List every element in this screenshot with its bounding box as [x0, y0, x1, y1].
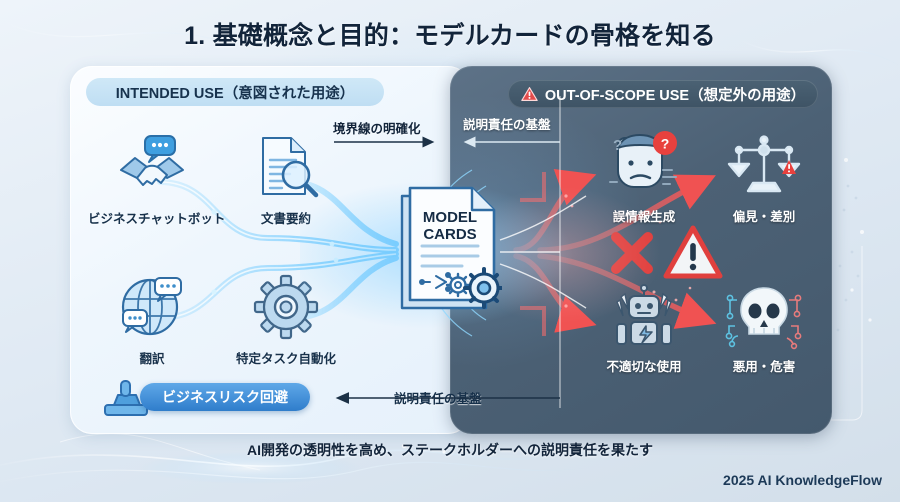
broken-robot-icon — [580, 276, 708, 354]
flow-label-accountability-bottom: 説明責任の基盤 — [394, 392, 482, 406]
confused-face-question-icon: ? ? — [580, 126, 708, 204]
business-risk-badge[interactable]: ビジネスリスク回避 — [140, 383, 310, 411]
skull-circuit-icon — [700, 276, 828, 354]
page-title: 1. 基礎概念と目的：モデルカードの骨格を知る — [184, 22, 716, 50]
intended-use-item-label: 特定タスク自動化 — [235, 352, 336, 366]
svg-text:?: ? — [613, 137, 622, 154]
model-card-document-icon[interactable]: MODEL CARDS — [398, 184, 505, 318]
summary-caption: AI開発の透明性を高め、ステークホルダーへの説明責任を果たす — [247, 442, 653, 458]
intended-use-header: INTENDED USE（意図された用途） — [86, 78, 384, 106]
out-of-scope-item-label: 偏見・差別 — [732, 210, 796, 224]
business-risk-badge-label: ビジネスリスク回避 — [162, 389, 288, 405]
brand-footer: 2025 AI KnowledgeFlow — [723, 472, 882, 488]
svg-text:?: ? — [661, 136, 670, 152]
out-of-scope-header-label: OUT-OF-SCOPE USE（想定外の用途） — [544, 87, 806, 104]
intended-use-item-chatbot[interactable]: ビジネスチャットボット — [88, 128, 226, 227]
intended-use-item-automation[interactable]: 特定タスク自動化 — [222, 268, 350, 367]
model-card-title-line1: MODEL — [422, 209, 478, 226]
flow-label-boundary: 境界線の明確化 — [333, 122, 421, 136]
intended-use-item-summarize[interactable]: 文書要約 — [222, 128, 350, 227]
document-magnifier-icon — [222, 128, 350, 206]
intended-use-header-label: INTENDED USE（意図された用途） — [115, 85, 355, 102]
flow-label-accountability-top: 説明責任の基盤 — [463, 118, 551, 132]
stamp-icon — [100, 375, 154, 424]
out-of-scope-item-misuse[interactable]: 不適切な使用 — [580, 276, 708, 375]
intended-use-item-label: 翻訳 — [139, 352, 165, 366]
out-of-scope-item-label: 悪用・危害 — [732, 360, 796, 374]
intended-use-item-translation[interactable]: 翻訳 — [88, 268, 216, 367]
handshake-chat-icon — [88, 128, 216, 206]
warning-triangle-icon — [521, 86, 538, 102]
out-of-scope-item-harm[interactable]: 悪用・危害 — [700, 276, 828, 375]
intended-use-item-label: ビジネスチャットボット — [88, 212, 226, 226]
scales-warning-icon — [700, 126, 828, 204]
out-of-scope-item-bias[interactable]: 偏見・差別 — [700, 126, 828, 225]
out-of-scope-item-label: 不適切な使用 — [606, 360, 682, 374]
out-of-scope-header: OUT-OF-SCOPE USE（想定外の用途） — [508, 80, 818, 108]
warning-triangle-icon — [662, 224, 724, 287]
out-of-scope-item-label: 誤情報生成 — [612, 210, 676, 224]
model-card-title-line2: CARDS — [423, 225, 477, 243]
red-x-icon — [607, 228, 657, 283]
globe-chat-icon — [88, 268, 216, 346]
intended-use-item-label: 文書要約 — [260, 212, 311, 226]
model-card-title: MODEL CARDS — [398, 209, 502, 244]
gear-icon — [222, 268, 350, 346]
out-of-scope-item-misinformation[interactable]: ? ? 誤情報生成 — [580, 126, 708, 225]
